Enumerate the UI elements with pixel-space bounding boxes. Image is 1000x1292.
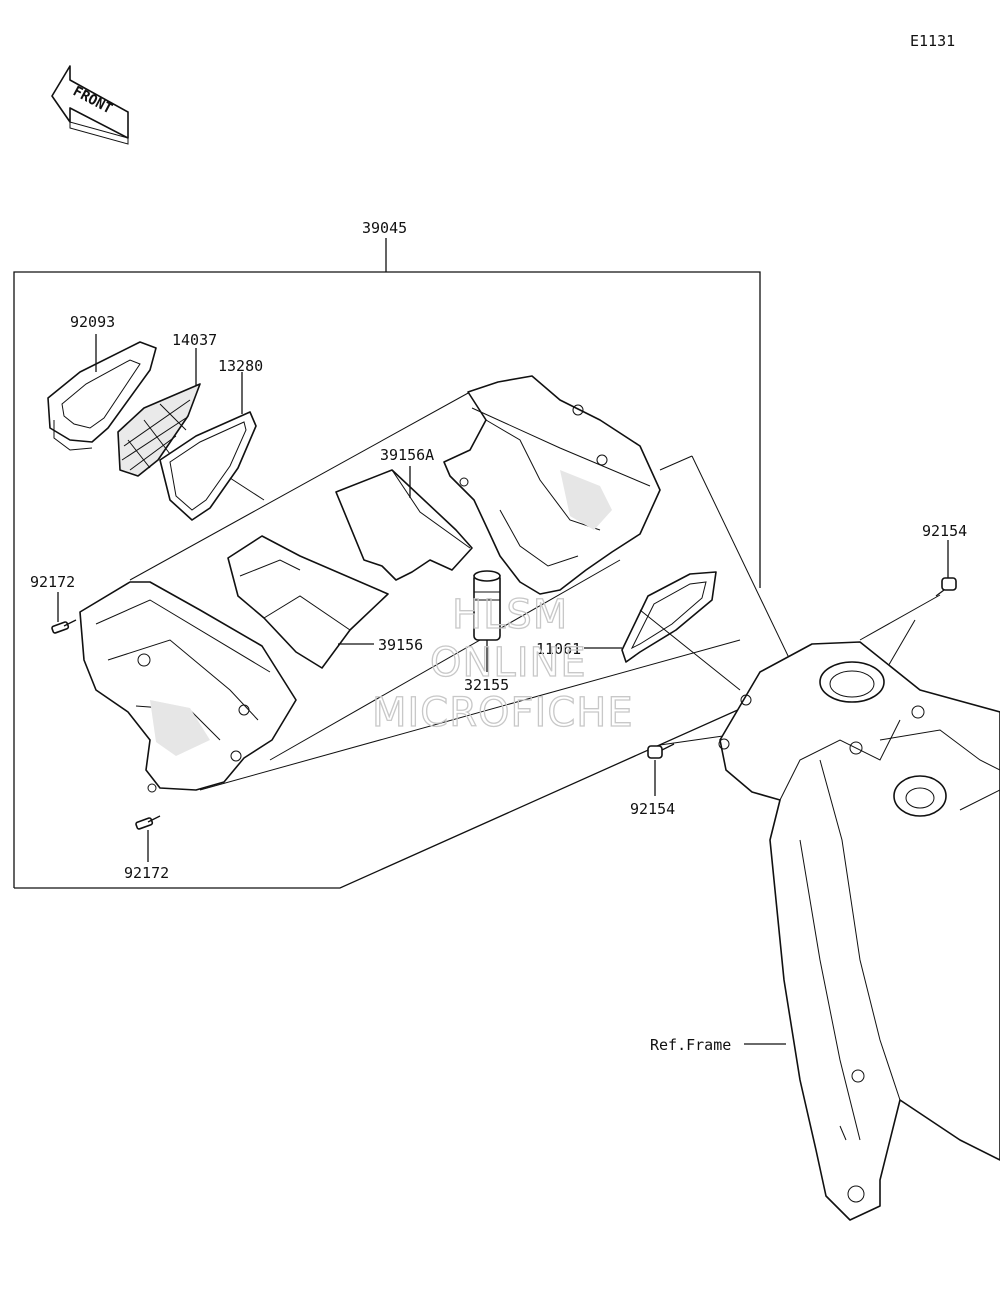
label-39156: 39156: [378, 636, 423, 654]
label-39045: 39045: [362, 219, 407, 237]
part-11061-gasket: [621, 571, 717, 663]
part-13280-gasket: [159, 411, 257, 521]
label-13280: 13280: [218, 357, 263, 375]
guide-lines: [129, 391, 941, 791]
bolt-92154-top-icon: [935, 577, 957, 597]
part-ref-frame: [718, 641, 1000, 1221]
label-92172-bottom: 92172: [124, 864, 169, 882]
part-32155: [473, 570, 501, 641]
watermark: HLSM ONLINE MICROFICHE: [371, 591, 634, 736]
watermark-line-1: HLSM: [452, 592, 568, 638]
label-14037: 14037: [172, 331, 217, 349]
bolt-92172-top-icon: [51, 619, 77, 634]
diagram-code: E1131: [910, 32, 955, 50]
label-92154-top: 92154: [922, 522, 967, 540]
bolt-92172-bottom-icon: [135, 815, 161, 830]
label-39156A: 39156A: [380, 446, 434, 464]
label-11061: 11061: [536, 640, 581, 658]
part-92093-frame: [47, 341, 157, 451]
part-14037-mesh: [117, 383, 201, 477]
label-92172-top: 92172: [30, 573, 75, 591]
part-39156: [227, 535, 389, 669]
label-92154-mid: 92154: [630, 800, 675, 818]
part-39156A: [335, 469, 473, 581]
assembly-bracket: [13, 238, 761, 889]
part-upper-duct: [443, 375, 661, 595]
bolt-92154-mid-icon: [647, 743, 675, 759]
label-92093: 92093: [70, 313, 115, 331]
watermark-line-2: ONLINE: [430, 640, 587, 686]
label-32155: 32155: [464, 676, 509, 694]
part-lower-duct: [79, 581, 297, 793]
watermark-line-3: MICROFICHE: [372, 690, 634, 736]
label-ref-frame: Ref.Frame: [650, 1036, 731, 1054]
front-arrow-icon: FRONT: [51, 65, 129, 145]
